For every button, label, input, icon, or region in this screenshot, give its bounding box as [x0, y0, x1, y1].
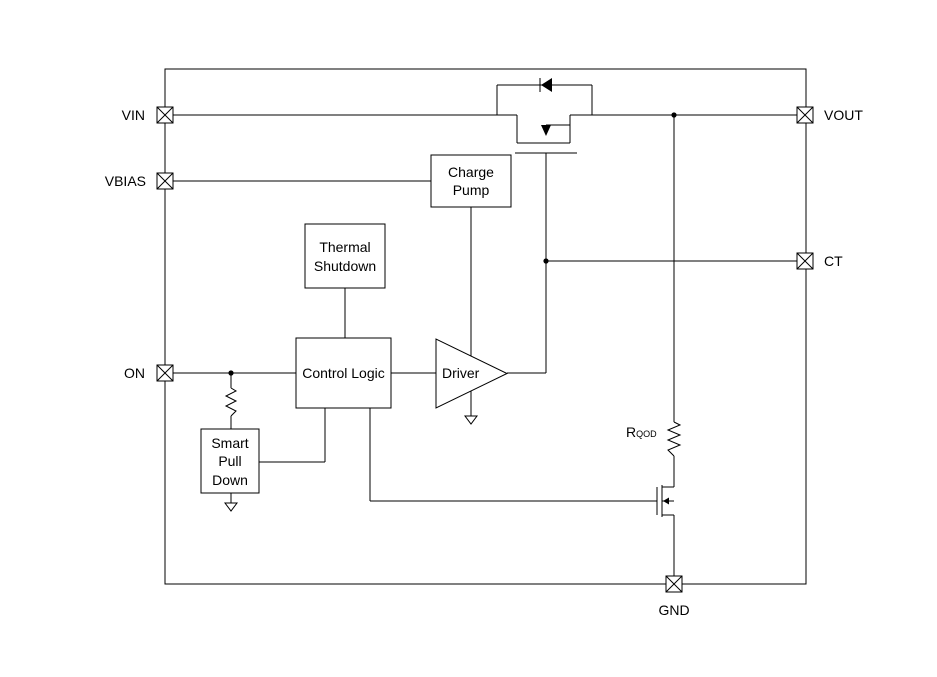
chip-outline — [164, 68, 807, 585]
pin-on: ON — [124, 364, 174, 382]
pin-ct-label: CT — [824, 253, 843, 269]
charge-pump-label-line2: Pump — [453, 182, 490, 198]
driver-label: Driver — [442, 365, 480, 381]
wires — [173, 114, 797, 576]
charge-pump-label-line1: Charge — [448, 164, 494, 180]
control-logic-block: Control Logic — [295, 337, 392, 409]
pin-on-label: ON — [124, 365, 145, 381]
smart-pull-down-label-line1: Smart — [211, 435, 248, 451]
thermal-shutdown-label-line1: Thermal — [319, 239, 370, 255]
pin-vbias-label: VBIAS — [105, 173, 146, 189]
rqod-resistor-icon — [666, 421, 682, 457]
driver-ground-icon — [464, 415, 478, 425]
thermal-shutdown-block: Thermal Shutdown — [304, 223, 386, 289]
rqod-label: RQOD — [626, 424, 657, 440]
pass-mosfet — [496, 78, 593, 154]
discharge-mosfet — [656, 485, 674, 517]
pull-down-resistor-icon — [224, 387, 238, 417]
junction-dots — [228, 112, 677, 376]
driver-block: Driver — [435, 338, 509, 409]
pin-ct: CT — [796, 252, 843, 270]
thermal-shutdown-label-line2: Shutdown — [314, 258, 376, 274]
pin-vin-label: VIN — [122, 107, 145, 123]
smart-pull-down-label-line2: Pull — [218, 453, 241, 469]
pin-vout: VOUT — [796, 106, 863, 124]
smart-pull-down-block: Smart Pull Down — [200, 428, 260, 494]
pin-vbias: VBIAS — [105, 172, 174, 190]
pin-vout-label: VOUT — [824, 107, 863, 123]
smart-pull-down-label-line3: Down — [212, 472, 248, 488]
pin-vin: VIN — [122, 106, 174, 124]
pin-gnd: GND — [658, 575, 690, 618]
pull-down-ground-icon — [224, 502, 238, 512]
body-diode-icon — [541, 78, 552, 92]
pin-gnd-label: GND — [658, 602, 689, 618]
control-logic-label: Control Logic — [302, 365, 385, 381]
charge-pump-block: Charge Pump — [430, 154, 512, 208]
